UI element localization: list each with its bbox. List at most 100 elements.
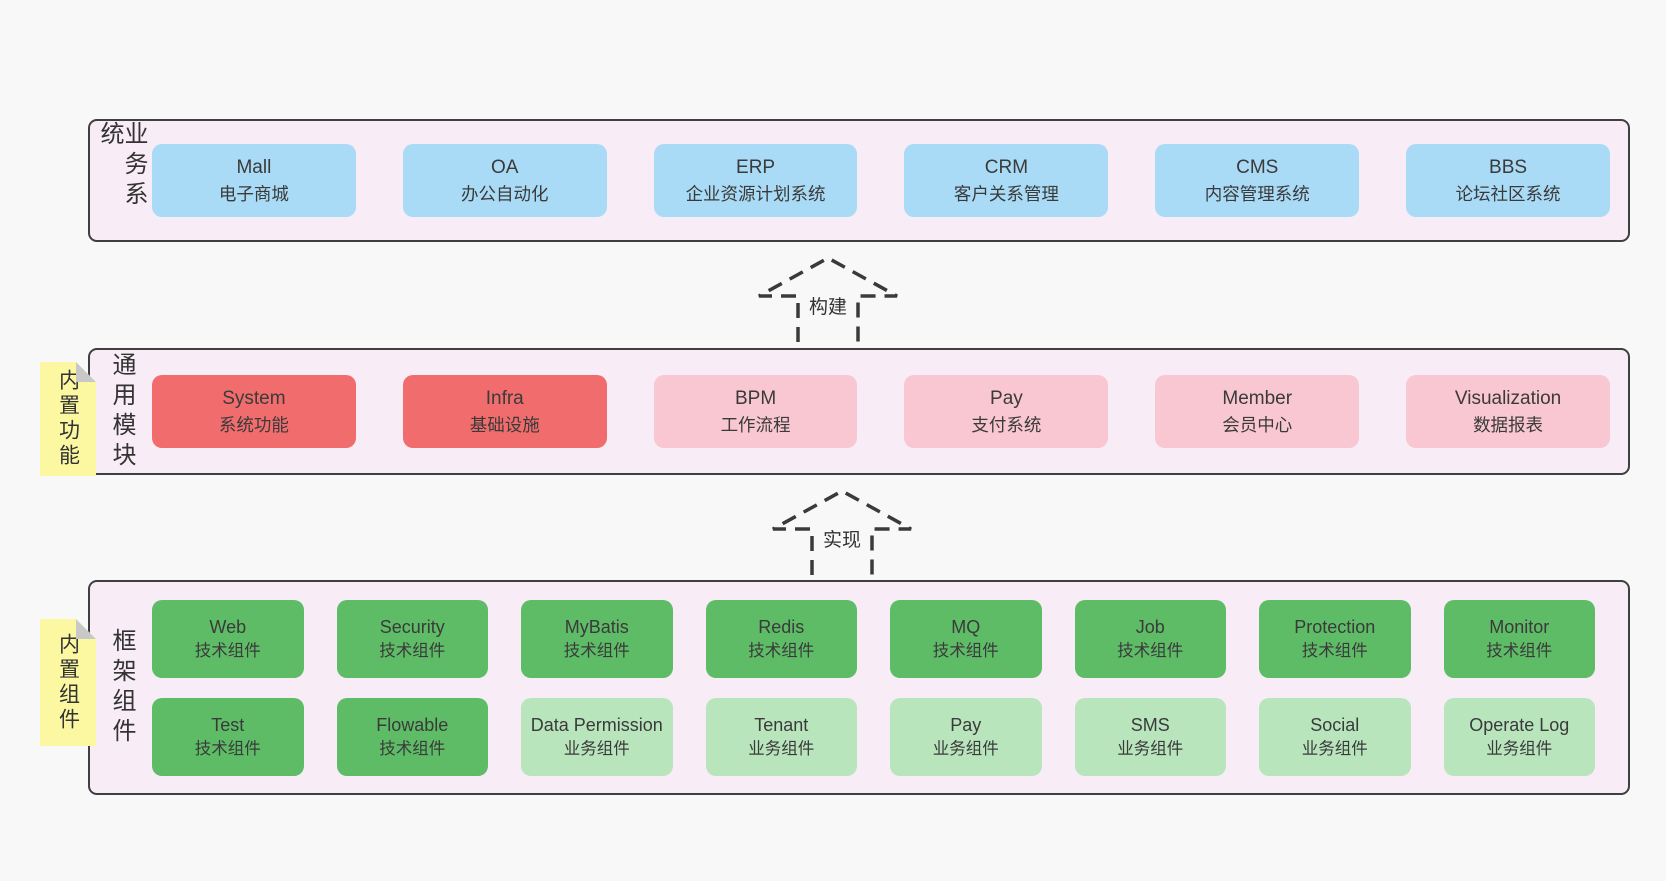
box-protection: Protection 技术组件 <box>1259 599 1411 678</box>
layer-common-modules: 通用模块 System 系统功能 Infra 基础设施 BPM 工作流程 Pay… <box>88 348 1630 475</box>
box-member: Member 会员中心 <box>1155 375 1360 448</box>
box-title: Security <box>379 616 445 637</box>
box-subtitle: 会员中心 <box>1222 414 1293 435</box>
box-erp: ERP 企业资源计划系统 <box>653 144 858 217</box>
box-subtitle: 基础设施 <box>469 414 540 435</box>
box-subtitle: 支付系统 <box>971 414 1042 435</box>
box-operate-log: Operate Log 业务组件 <box>1443 697 1595 776</box>
layer-label-components: 框架组件 <box>90 582 152 793</box>
arrow-implement-label: 实现 <box>819 525 865 552</box>
box-subtitle: 电子商城 <box>218 183 289 204</box>
box-subtitle: 业务组件 <box>1486 739 1553 758</box>
box-subtitle: 企业资源计划系统 <box>685 183 826 204</box>
box-title: Infra <box>485 388 524 410</box>
layer-business-systems: 业务系统 Mall 电子商城 OA 办公自动化 ERP 企业资源计划系统 CRM… <box>88 119 1630 242</box>
box-subtitle: 技术组件 <box>1486 641 1553 660</box>
arrow-build: 构建 <box>753 254 903 342</box>
layer-label-text: 业务系统 <box>96 121 147 211</box>
box-subtitle: 工作流程 <box>720 414 791 435</box>
layer-label-business: 业务系统 <box>90 121 152 240</box>
box-cms: CMS 内容管理系统 <box>1155 144 1360 217</box>
box-test: Test 技术组件 <box>152 697 304 776</box>
box-title: SMS <box>1130 714 1170 735</box>
box-title: Web <box>209 616 247 637</box>
components-box-rows: Web 技术组件 Security 技术组件 MyBatis 技术组件 Redi… <box>152 582 1628 793</box>
box-title: MyBatis <box>564 616 629 637</box>
box-pay-system: Pay 支付系统 <box>904 375 1109 448</box>
box-subtitle: 技术组件 <box>194 641 261 660</box>
box-subtitle: 技术组件 <box>1117 641 1184 660</box>
box-oa: OA 办公自动化 <box>402 144 607 217</box>
box-title: Data Permission <box>530 714 663 735</box>
box-subtitle: 客户关系管理 <box>953 183 1059 204</box>
business-box-row: Mall 电子商城 OA 办公自动化 ERP 企业资源计划系统 CRM 客户关系… <box>152 121 1628 240</box>
box-subtitle: 系统功能 <box>218 414 289 435</box>
box-title: ERP <box>736 157 776 179</box>
box-subtitle: 技术组件 <box>748 641 815 660</box>
box-title: BPM <box>734 388 777 410</box>
box-subtitle: 数据报表 <box>1473 414 1544 435</box>
box-bbs: BBS 论坛社区系统 <box>1406 144 1610 217</box>
modules-box-row: System 系统功能 Infra 基础设施 BPM 工作流程 Pay 支付系统… <box>152 350 1628 473</box>
box-subtitle: 业务组件 <box>1301 739 1368 758</box>
note-built-in-features: 内置功能 <box>40 362 96 476</box>
box-monitor: Monitor 技术组件 <box>1443 599 1595 678</box>
box-visualization: Visualization 数据报表 <box>1406 375 1610 448</box>
note-text: 内置组件 <box>56 632 80 733</box>
box-title: Redis <box>758 616 805 637</box>
box-subtitle: 论坛社区系统 <box>1455 183 1561 204</box>
box-job: Job 技术组件 <box>1074 599 1226 678</box>
box-title: Flowable <box>376 714 449 735</box>
box-title: Monitor <box>1489 616 1550 637</box>
box-tenant: Tenant 业务组件 <box>705 697 857 776</box>
box-mq: MQ 技术组件 <box>890 599 1042 678</box>
box-subtitle: 业务组件 <box>1117 739 1184 758</box>
arrow-build-label: 构建 <box>805 292 851 319</box>
box-title: CRM <box>984 157 1029 179</box>
box-pay-component: Pay 业务组件 <box>890 697 1042 776</box>
box-web: Web 技术组件 <box>152 599 304 678</box>
box-title: Operate Log <box>1469 714 1570 735</box>
box-subtitle: 内容管理系统 <box>1204 183 1310 204</box>
box-title: OA <box>491 157 519 179</box>
box-subtitle: 技术组件 <box>379 739 446 758</box>
box-title: Social <box>1310 714 1360 735</box>
box-subtitle: 办公自动化 <box>460 183 549 204</box>
box-title: Member <box>1222 388 1293 410</box>
box-title: Pay <box>950 714 982 735</box>
box-subtitle: 技术组件 <box>932 641 999 660</box>
box-subtitle: 业务组件 <box>748 739 815 758</box>
box-title: Visualization <box>1454 388 1562 410</box>
layer-label-text: 通用模块 <box>108 351 135 472</box>
box-title: Test <box>211 714 245 735</box>
box-mall: Mall 电子商城 <box>152 144 356 217</box>
box-crm: CRM 客户关系管理 <box>904 144 1109 217</box>
components-row-1: Web 技术组件 Security 技术组件 MyBatis 技术组件 Redi… <box>152 599 1595 678</box>
box-data-permission: Data Permission 业务组件 <box>521 697 673 776</box>
layer-label-modules: 通用模块 <box>90 350 152 473</box>
box-flowable: Flowable 技术组件 <box>336 697 488 776</box>
box-subtitle: 技术组件 <box>194 739 261 758</box>
box-title: BBS <box>1489 157 1528 179</box>
box-mybatis: MyBatis 技术组件 <box>521 599 673 678</box>
box-subtitle: 业务组件 <box>932 739 999 758</box>
box-title: System <box>222 388 286 410</box>
box-title: Mall <box>236 157 272 179</box>
box-title: Tenant <box>754 714 809 735</box>
box-system: System 系统功能 <box>152 375 356 448</box>
box-subtitle: 技术组件 <box>1301 641 1368 660</box>
box-subtitle: 技术组件 <box>563 641 630 660</box>
box-social: Social 业务组件 <box>1259 697 1411 776</box>
components-row-2: Test 技术组件 Flowable 技术组件 Data Permission … <box>152 697 1595 776</box>
box-bpm: BPM 工作流程 <box>653 375 858 448</box>
box-title: MQ <box>951 616 981 637</box>
box-sms: SMS 业务组件 <box>1074 697 1226 776</box>
layer-framework-components: 框架组件 Web 技术组件 Security 技术组件 MyBatis 技术组件… <box>88 580 1630 795</box>
box-redis: Redis 技术组件 <box>705 599 857 678</box>
arrow-implement: 实现 <box>767 487 917 575</box>
layer-label-text: 框架组件 <box>108 627 135 748</box>
box-subtitle: 技术组件 <box>379 641 446 660</box>
box-subtitle: 业务组件 <box>563 739 630 758</box>
box-title: Pay <box>990 388 1023 410</box>
